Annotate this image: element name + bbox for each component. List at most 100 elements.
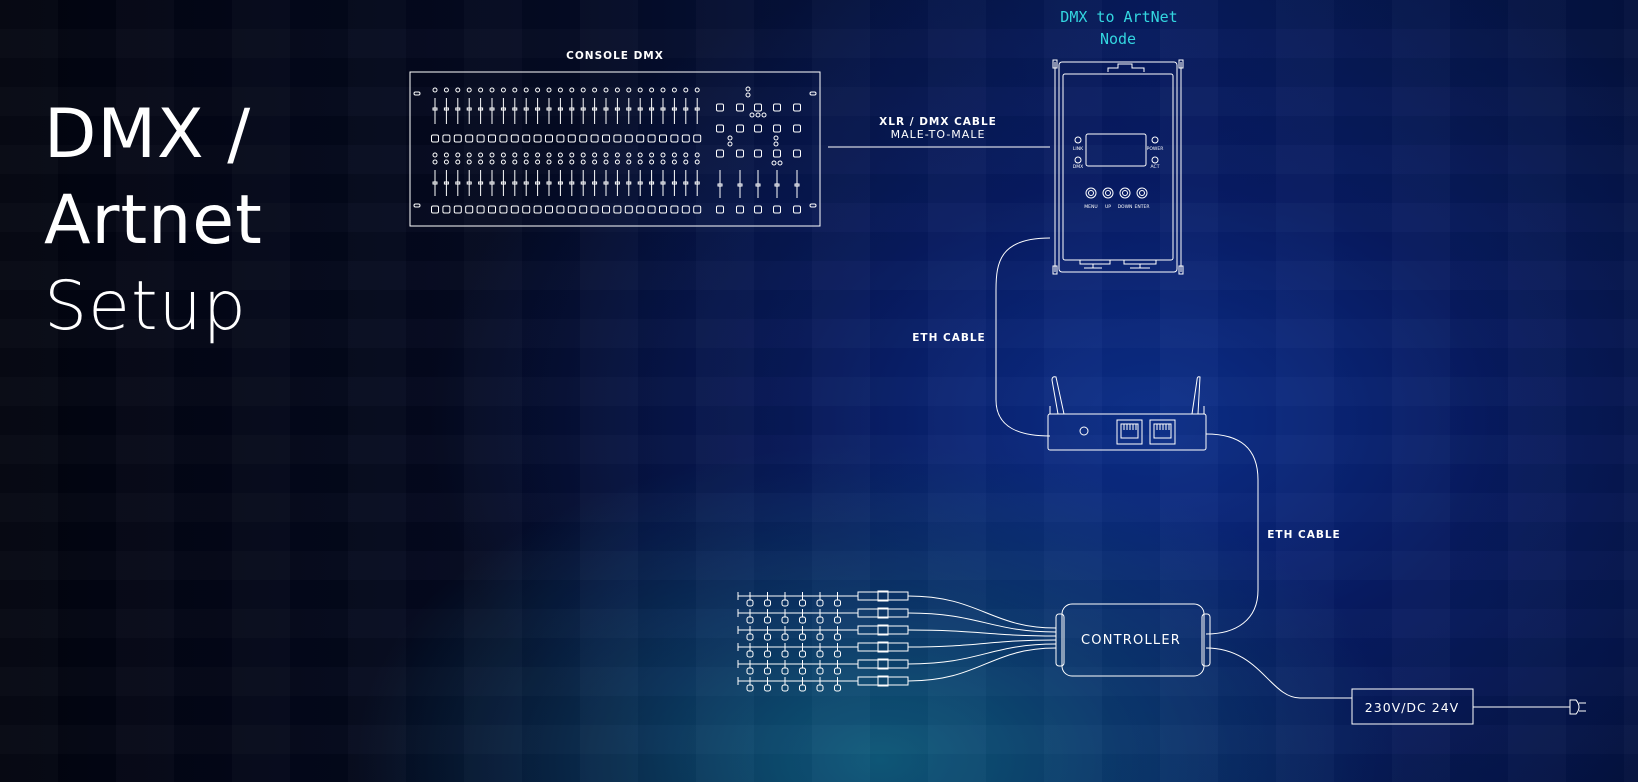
channel-button bbox=[510, 134, 519, 143]
led-cell bbox=[816, 650, 824, 658]
eth-cable-1-label: ETH CABLE bbox=[912, 332, 985, 344]
fader-cap bbox=[614, 107, 620, 111]
node-display bbox=[1085, 133, 1147, 167]
control-knob bbox=[727, 135, 733, 141]
led-cell bbox=[799, 667, 806, 675]
channel-button bbox=[670, 205, 679, 214]
led-cell bbox=[764, 633, 771, 641]
channel-button bbox=[533, 134, 542, 143]
fader-knob-top bbox=[592, 87, 598, 93]
led-cell bbox=[764, 599, 771, 607]
node-button-menu: MENU bbox=[1084, 204, 1097, 210]
fader-cap bbox=[466, 107, 472, 111]
fader-cap bbox=[683, 107, 689, 111]
fader-knob-top bbox=[432, 87, 438, 93]
led-cell bbox=[816, 667, 824, 675]
strip-connector bbox=[857, 642, 909, 652]
strip-lead-wire bbox=[907, 643, 1057, 665]
channel-button bbox=[567, 134, 576, 143]
control-button bbox=[754, 149, 762, 158]
led-cell bbox=[799, 650, 806, 658]
led-cell bbox=[781, 633, 789, 641]
control-button bbox=[716, 205, 724, 214]
control-knob bbox=[773, 135, 779, 141]
title-line-2: Artnet bbox=[44, 181, 263, 260]
led-cell bbox=[746, 684, 754, 692]
fader-knob-top bbox=[500, 87, 506, 93]
fader-cap bbox=[535, 107, 541, 111]
power-plug-icon bbox=[1569, 699, 1586, 715]
channel-button bbox=[442, 205, 451, 214]
fader-cap bbox=[500, 181, 506, 185]
fader-cap bbox=[535, 181, 541, 185]
control-button bbox=[716, 124, 724, 133]
led-cell bbox=[799, 616, 806, 624]
eth-cable-2 bbox=[1205, 433, 1259, 635]
fader-knob-top bbox=[478, 87, 484, 93]
master-fader-cap bbox=[717, 183, 723, 187]
control-button bbox=[773, 124, 781, 133]
router bbox=[1047, 376, 1207, 451]
control-button bbox=[736, 103, 744, 112]
controller-label: CONTROLLER bbox=[1081, 633, 1181, 648]
node-title-line-2: Node bbox=[1100, 30, 1136, 48]
fader-knob-mid bbox=[523, 152, 529, 158]
fader-knob-mid bbox=[489, 152, 495, 158]
fader-cap bbox=[649, 107, 655, 111]
fader-knob-mid bbox=[580, 152, 586, 158]
strip-connector bbox=[857, 676, 909, 686]
fader-knob-mid bbox=[694, 159, 700, 165]
master-fader-cap bbox=[774, 183, 780, 187]
control-button bbox=[736, 205, 744, 214]
channel-button bbox=[499, 205, 508, 214]
control-knob bbox=[755, 112, 761, 118]
fader-cap bbox=[546, 181, 552, 185]
channel-button bbox=[670, 134, 679, 143]
fader-knob-mid bbox=[603, 152, 609, 158]
node-button-enter: ENTER bbox=[1135, 204, 1150, 210]
fader-knob-mid bbox=[466, 159, 472, 165]
fader-cap bbox=[614, 181, 620, 185]
led-cell bbox=[799, 633, 806, 641]
fader-knob-mid bbox=[443, 152, 449, 158]
channel-button bbox=[659, 134, 667, 143]
control-button bbox=[793, 149, 801, 158]
fader-cap bbox=[626, 107, 632, 111]
channel-button bbox=[533, 205, 542, 214]
fader-cap bbox=[523, 107, 529, 111]
led-cell bbox=[834, 684, 841, 692]
fader-knob-mid bbox=[557, 159, 563, 165]
led-cell bbox=[781, 616, 789, 624]
strip-connector bbox=[857, 608, 909, 618]
channel-button bbox=[647, 134, 656, 143]
fader-knob-top bbox=[489, 87, 495, 93]
channel-button bbox=[647, 205, 656, 214]
fader-knob-mid bbox=[512, 159, 518, 165]
led-cell bbox=[816, 599, 824, 607]
led-cell bbox=[781, 667, 789, 675]
fader-knob-top bbox=[660, 87, 666, 93]
xlr-cable-sublabel: MALE-TO-MALE bbox=[891, 128, 986, 141]
fader-knob-mid bbox=[432, 159, 438, 165]
strip-lead-wire bbox=[907, 639, 1057, 648]
master-fader-cap bbox=[737, 183, 743, 187]
led-cell bbox=[746, 667, 754, 675]
control-button bbox=[793, 205, 801, 214]
fader-knob-mid bbox=[512, 152, 518, 158]
fader-cap bbox=[455, 181, 461, 185]
channel-button bbox=[693, 134, 702, 143]
control-button bbox=[754, 103, 762, 112]
fader-knob-mid bbox=[557, 152, 563, 158]
fader-cap bbox=[671, 181, 677, 185]
node-act-label: ACT bbox=[1151, 164, 1160, 170]
fader-knob-top bbox=[569, 87, 575, 93]
node-button-up: UP bbox=[1105, 204, 1111, 210]
fader-cap bbox=[466, 181, 472, 185]
fader-cap bbox=[478, 107, 484, 111]
channel-button bbox=[522, 134, 531, 143]
led-cell bbox=[834, 616, 841, 624]
led-cell bbox=[834, 633, 841, 641]
fader-knob-mid bbox=[500, 152, 506, 158]
fader-knob-mid bbox=[592, 159, 598, 165]
fader-cap bbox=[683, 181, 689, 185]
